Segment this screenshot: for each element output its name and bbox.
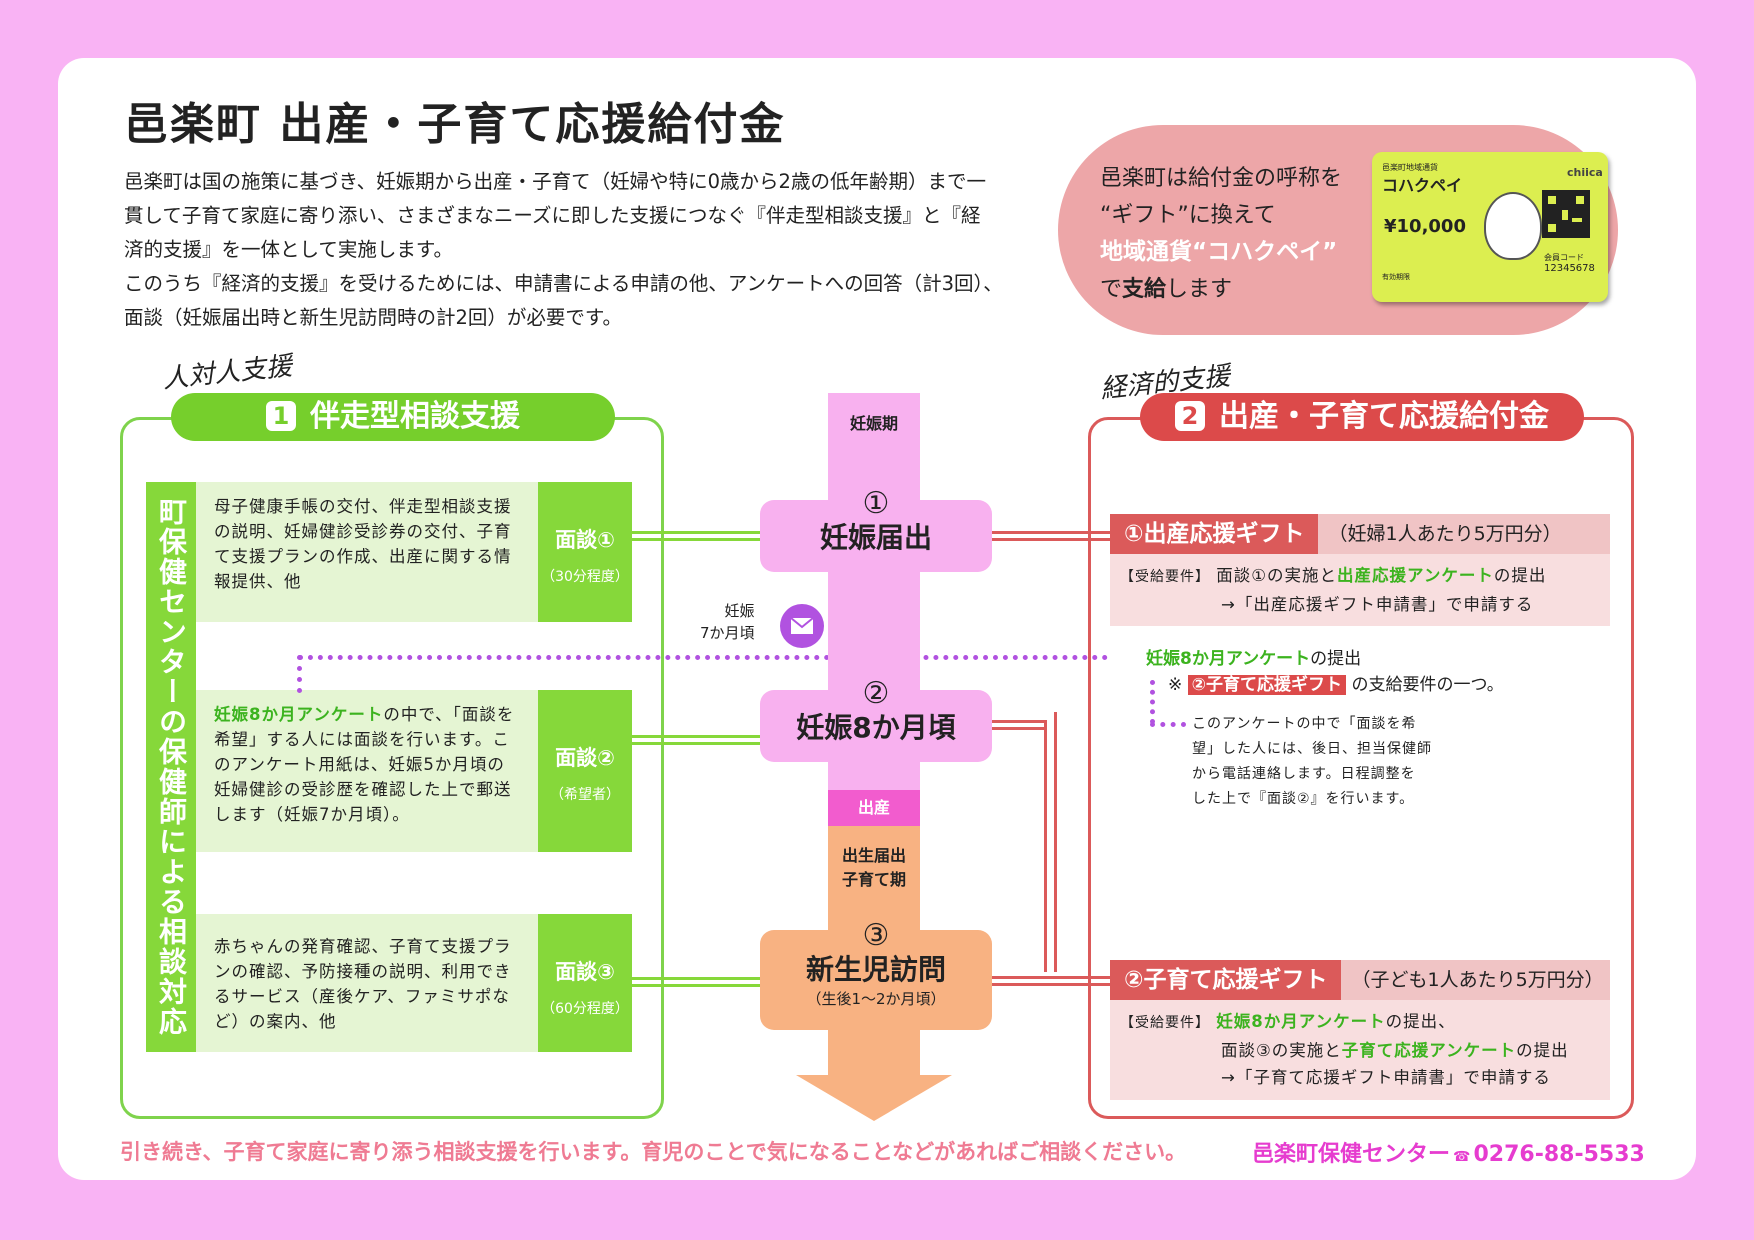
step-number: ③ bbox=[862, 918, 890, 953]
dotted-connector bbox=[1150, 680, 1155, 724]
connector-line bbox=[632, 977, 762, 980]
intro-line: 面談（妊娠届出時と新生児訪問時の計2回）が必要です。 bbox=[124, 306, 622, 329]
step-subtitle: （生後1～2か月頃） bbox=[806, 990, 946, 1008]
cloud-text: 邑楽町は給付金の呼称を “ギフト”に換えて 地域通貨“コハクペイ” で支給します bbox=[1100, 160, 1342, 308]
page-title: 邑楽町 出産・子育て応援給付金 bbox=[124, 99, 786, 150]
cloud-line: “ギフト”に換えて bbox=[1100, 203, 1276, 228]
gift-1-amount: （妊婦1人あたり5万円分） bbox=[1328, 523, 1562, 545]
gift-1-header: ①出産応援ギフト （妊婦1人あたり5万円分） bbox=[1110, 514, 1610, 554]
interview-duration: （60分程度） bbox=[541, 1001, 629, 1017]
survey-note-detail: このアンケートの中で「面談を希 望」した人には、後日、担当保健師 から電話連絡し… bbox=[1192, 716, 1432, 807]
intro-line: 邑楽町は国の施策に基づき、妊娠期から出産・子育て（妊婦や特に0歳から2歳の低年齢… bbox=[124, 170, 986, 193]
interview-label: 面談③ bbox=[555, 960, 615, 984]
step-1-box: ① 妊娠届出 bbox=[760, 488, 992, 572]
right-section-title: 出産・子育て応援給付金 bbox=[1219, 399, 1549, 434]
card-expiry: 有効期限 bbox=[1382, 273, 1410, 281]
card-brand-logo: chiica bbox=[1567, 166, 1603, 179]
vertical-label: 町保健センターの保健師による相談対応 bbox=[146, 482, 196, 1052]
row2-text: 妊娠8か月アンケートの中で、「面談を希望」する人には面談を行います。このアンケー… bbox=[196, 690, 540, 852]
interview-duration: （30分程度） bbox=[541, 569, 629, 585]
connector-line bbox=[992, 976, 1110, 979]
gift-2-header: ②子育て応援ギフト （子ども1人あたり5万円分） bbox=[1110, 960, 1610, 1000]
intro-line: 済的支援』を一体として実施します。 bbox=[124, 238, 453, 261]
intro-text: 邑楽町は国の施策に基づき、妊娠期から出産・子育て（妊婦や特に0歳から2歳の低年齢… bbox=[124, 165, 1024, 335]
intro-line: このうち『経済的支援』を受けるためには、申請書による申請の他、アンケートへの回答… bbox=[124, 272, 1003, 295]
interview-label: 面談② bbox=[555, 746, 615, 770]
gift-2-amount: （子ども1人あたり5万円分） bbox=[1351, 969, 1604, 991]
interview-2-box: 面談② （希望者） bbox=[538, 690, 632, 852]
envelope-icon bbox=[780, 604, 824, 648]
step-number: ① bbox=[862, 486, 890, 521]
card-top-label: 邑楽町地域通貨 bbox=[1382, 163, 1438, 172]
survey-note: 妊娠8か月アンケートの提出 ※ ②子育て応援ギフト の支給要件の一つ。 bbox=[1146, 649, 1504, 695]
left-section-header: 1 伴走型相談支援 bbox=[171, 393, 615, 441]
connector-line bbox=[992, 720, 1044, 723]
connector-line bbox=[632, 531, 762, 534]
dotted-connector bbox=[297, 655, 302, 693]
gift-2-requirements: 【受給要件】 妊娠8か月アンケートの提出、 面談③の実施と子育て応援アンケートの… bbox=[1110, 1000, 1610, 1100]
gift-2-label: ②子育て応援ギフト bbox=[1110, 960, 1342, 1000]
dotted-connector bbox=[1150, 722, 1186, 727]
phone-icon: ☎ bbox=[1453, 1149, 1471, 1165]
birth-divider: 出産 bbox=[828, 790, 920, 826]
mascot-bird-icon bbox=[1484, 192, 1542, 260]
interview-duration: （希望者） bbox=[550, 787, 620, 803]
footer-contact: 邑楽町保健センター☎0276-88-5533 bbox=[1252, 1136, 1645, 1168]
step-title: 新生児訪問 bbox=[805, 953, 946, 986]
health-center-name: 邑楽町保健センター bbox=[1252, 1142, 1451, 1167]
step-2-box: ② 妊娠8か月頃 bbox=[760, 678, 992, 762]
step-number: ② bbox=[862, 676, 890, 711]
cloud-line: で支給します bbox=[1100, 277, 1233, 302]
section-number-badge: 1 bbox=[266, 401, 296, 431]
cloud-line: 邑楽町は給付金の呼称を bbox=[1100, 166, 1343, 191]
step-title: 妊娠届出 bbox=[819, 521, 932, 554]
step-3-box: ③ 新生児訪問 （生後1～2か月頃） bbox=[760, 920, 992, 1030]
section-number-badge: 2 bbox=[1175, 401, 1205, 431]
connector-line bbox=[1054, 712, 1057, 972]
card-amount: ¥10,000 bbox=[1384, 216, 1466, 237]
timeline-arrow-icon bbox=[796, 1075, 952, 1121]
step-title: 妊娠8か月頃 bbox=[796, 711, 956, 744]
interview-label: 面談① bbox=[555, 528, 615, 552]
childcare-period-label: 出生届出子育て期 bbox=[841, 846, 906, 889]
left-section-title: 伴走型相談支援 bbox=[310, 399, 520, 434]
footer-message: 引き続き、子育て家庭に寄り添う相談支援を行います。育児のことで気になることなどが… bbox=[120, 1140, 1187, 1164]
cloud-highlight: 地域通貨“コハクペイ” bbox=[1100, 239, 1338, 265]
intro-line: 貫して子育て家庭に寄り添い、さまざまなニーズに即した支援につなぐ『伴走型相談支援… bbox=[124, 204, 981, 227]
connector-line bbox=[632, 735, 762, 738]
row1-text: 母子健康手帳の交付、伴走型相談支援の説明、妊婦健診受診券の交付、子育て支援プラン… bbox=[196, 482, 540, 622]
phone-number: 0276-88-5533 bbox=[1473, 1142, 1645, 1167]
interview-3-box: 面談③ （60分程度） bbox=[538, 914, 632, 1052]
qr-code-icon bbox=[1542, 190, 1590, 238]
row3-text: 赤ちゃんの発育確認、子育て支援プランの確認、予防接種の説明、利用できるサービス（… bbox=[196, 914, 540, 1052]
pregnancy-period-label: 妊娠期 bbox=[849, 414, 898, 433]
dotted-connector bbox=[298, 655, 1108, 660]
right-section-header: 2 出産・子育て応援給付金 bbox=[1140, 393, 1584, 441]
interview-1-box: 面談① （30分程度） bbox=[538, 482, 632, 622]
connector-line bbox=[1044, 720, 1047, 972]
card-name: コハクペイ bbox=[1382, 176, 1463, 195]
gift-1-requirements: 【受給要件】 面談①の実施と出産応援アンケートの提出 →「出産応援ギフト申請書」… bbox=[1110, 554, 1610, 626]
connector-line bbox=[992, 531, 1110, 534]
gift-1-label: ①出産応援ギフト bbox=[1110, 514, 1319, 554]
